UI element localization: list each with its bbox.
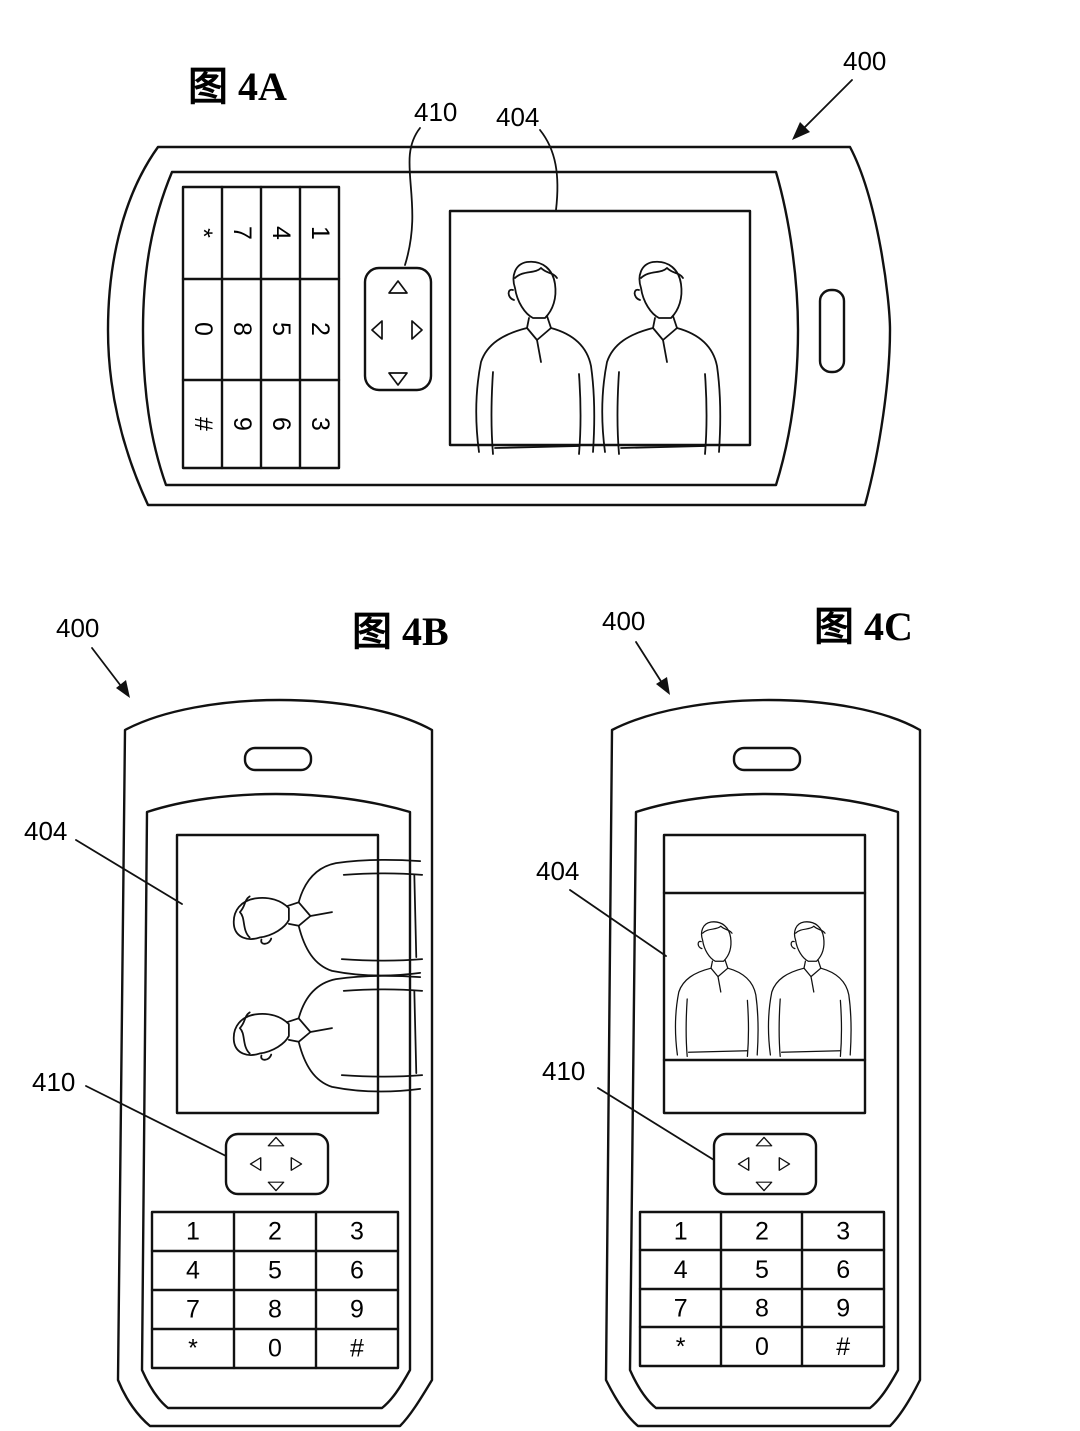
person-icon xyxy=(674,921,759,1058)
ref-404-4b: 404 xyxy=(24,816,67,846)
dpad-4c[interactable] xyxy=(712,1132,818,1196)
dpad-arrows-icon xyxy=(371,280,423,386)
keypad-key[interactable]: 9 xyxy=(350,1296,364,1324)
earpiece-slot-4a xyxy=(818,288,846,374)
keypad-key[interactable]: # xyxy=(350,1335,364,1363)
keypad-key[interactable]: # xyxy=(836,1333,850,1361)
leader-arrow-icon xyxy=(797,79,853,135)
leader-arrow-icon xyxy=(91,647,125,691)
leader-line-404-4c xyxy=(569,889,667,957)
keypad-key[interactable]: 0 xyxy=(755,1333,769,1361)
ref-410-4c: 410 xyxy=(542,1056,585,1086)
dpad-4b[interactable] xyxy=(224,1132,330,1196)
keypad-key[interactable]: 3 xyxy=(306,417,334,431)
device-inner-bezel-4c xyxy=(628,792,900,1410)
dpad-arrows-icon xyxy=(249,1136,303,1192)
dpad-4a[interactable] xyxy=(363,266,433,392)
figure-4c-title: 图 4C xyxy=(814,604,913,649)
keypad-key[interactable]: 6 xyxy=(350,1257,364,1285)
figure-4a-title: 图 4A xyxy=(188,64,287,109)
keypad-key[interactable]: 8 xyxy=(755,1294,769,1322)
keypad-key[interactable]: 4 xyxy=(186,1257,200,1285)
keypad-key[interactable]: 0 xyxy=(268,1335,282,1363)
leader-line-410-4a xyxy=(404,127,421,266)
keypad-key[interactable]: 9 xyxy=(836,1294,850,1322)
person-icon xyxy=(232,858,424,977)
device-inner-bezel-4b xyxy=(140,792,412,1410)
ref-410-4a: 410 xyxy=(414,97,457,127)
leader-arrow-icon xyxy=(635,641,665,687)
keypad-key[interactable]: 6 xyxy=(836,1256,850,1284)
device-body-4b xyxy=(116,698,434,1428)
dpad-arrows-icon xyxy=(737,1136,791,1192)
keypad-key[interactable]: 4 xyxy=(267,226,295,240)
keypad-key[interactable]: * xyxy=(676,1333,686,1361)
figure-4b-title: 图 4B xyxy=(352,609,449,654)
keypad-key[interactable]: 1 xyxy=(306,226,334,240)
keypad-key[interactable]: 3 xyxy=(350,1218,364,1246)
ref-404-4c: 404 xyxy=(536,856,579,886)
keypad-key[interactable]: 2 xyxy=(268,1218,282,1246)
keypad-key[interactable]: 6 xyxy=(267,417,295,431)
keypad-key[interactable]: 2 xyxy=(755,1217,769,1245)
leader-line-410-4c xyxy=(597,1087,715,1161)
earpiece-slot-4c xyxy=(732,746,802,772)
leader-line-404-4a xyxy=(539,129,559,211)
keypad-key[interactable]: * xyxy=(189,228,217,238)
keypad-key[interactable]: 1 xyxy=(186,1218,200,1246)
keypad-key[interactable]: 2 xyxy=(306,322,334,336)
keypad-key[interactable]: 4 xyxy=(674,1256,688,1284)
person-icon xyxy=(475,260,596,455)
arrowhead-icon xyxy=(656,677,670,695)
keypad-key[interactable]: 7 xyxy=(186,1296,200,1324)
ref-410-4b: 410 xyxy=(32,1067,75,1097)
keypad-key[interactable]: # xyxy=(189,417,217,431)
figure-4b: 图 4B 1 2 3 4 5 6 7 8 9 * 0 # 400 404 410 xyxy=(24,609,449,1428)
ref-404-4a: 404 xyxy=(496,102,539,132)
device-body-4a xyxy=(106,145,892,507)
person-icon xyxy=(232,974,424,1093)
earpiece-slot-4b xyxy=(243,746,313,772)
keypad-key[interactable]: * xyxy=(188,1335,198,1363)
person-icon xyxy=(601,260,722,455)
ref-400-4a: 400 xyxy=(843,46,886,76)
keypad-key[interactable]: 1 xyxy=(674,1217,688,1245)
screen-4b xyxy=(175,833,380,1115)
person-icon xyxy=(767,921,852,1058)
keypad-key[interactable]: 0 xyxy=(189,322,217,336)
keypad-key[interactable]: 8 xyxy=(228,322,256,336)
screen-4a xyxy=(448,209,752,447)
device-body-4c xyxy=(604,698,922,1428)
device-inner-bezel-4a xyxy=(141,170,800,487)
ref-400-4c: 400 xyxy=(602,606,645,636)
ref-400-4b: 400 xyxy=(56,613,99,643)
screen-4c xyxy=(662,833,867,1115)
arrowhead-icon xyxy=(792,122,810,140)
figure-4c: 图 4C 1 2 3 4 5 6 7 8 9 * 0 # 400 404 410 xyxy=(536,604,922,1428)
keypad-key[interactable]: 5 xyxy=(267,322,295,336)
keypad-key[interactable]: 9 xyxy=(228,417,256,431)
arrowhead-icon xyxy=(116,680,130,698)
keypad-key[interactable]: 7 xyxy=(674,1294,688,1322)
keypad-key[interactable]: 8 xyxy=(268,1296,282,1324)
keypad-4a: 1 2 3 4 5 6 7 8 9 * 0 # xyxy=(181,185,341,470)
leader-line-410-4b xyxy=(85,1085,227,1157)
figure-4a: 图 4A 1 2 3 4 5 6 7 8 9 * 0 # 400 xyxy=(106,46,892,507)
keypad-key[interactable]: 7 xyxy=(228,226,256,240)
keypad-key[interactable]: 3 xyxy=(836,1217,850,1245)
keypad-key[interactable]: 5 xyxy=(755,1256,769,1284)
keypad-key[interactable]: 5 xyxy=(268,1257,282,1285)
keypad-4b: 1 2 3 4 5 6 7 8 9 * 0 # xyxy=(150,1210,400,1370)
leader-line-404-4b xyxy=(75,839,183,905)
keypad-4c: 1 2 3 4 5 6 7 8 9 * 0 # xyxy=(638,1210,886,1368)
